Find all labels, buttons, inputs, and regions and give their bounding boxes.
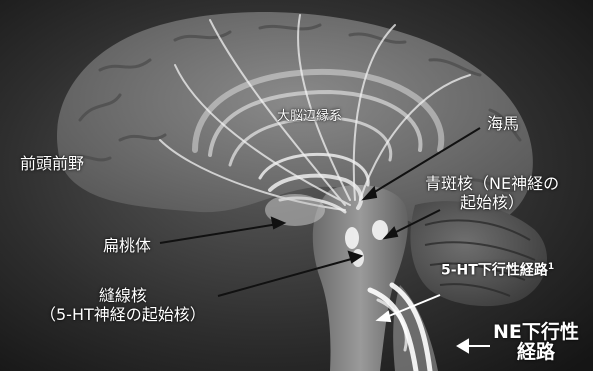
locus-coeruleus-label-line2: 起始核）: [425, 194, 559, 213]
hippocampus-label: 海馬: [487, 115, 519, 134]
ne-descending-pathway-label-line2: 経路: [493, 343, 579, 363]
locus-coeruleus-label-line1: 青斑核（NE神経の: [425, 175, 559, 194]
raphe-nuclei-label-line1: 縫線核: [40, 287, 206, 306]
prefrontal-cortex-label: 前頭前野: [20, 155, 84, 174]
locus-coeruleus-label: 青斑核（NE神経の 起始核）: [425, 175, 559, 213]
amygdala-label: 扁桃体: [103, 237, 151, 256]
ne-descending-pathway-label-line1: NE下行性: [493, 323, 579, 343]
serotonin-descending-pathway-text: 5-HT下行性経路: [441, 263, 548, 279]
raphe-nuclei-label-line2: （5-HT神経の起始核）: [40, 306, 206, 325]
serotonin-footnote-marker: 1: [548, 262, 554, 272]
limbic-system-label: 大脳辺縁系: [277, 109, 342, 124]
ne-descending-pathway-label: NE下行性 経路: [493, 323, 579, 363]
raphe-nuclei-label: 縫線核 （5-HT神経の起始核）: [40, 287, 206, 325]
serotonin-descending-pathway-label: 5-HT下行性経路1: [441, 262, 554, 279]
